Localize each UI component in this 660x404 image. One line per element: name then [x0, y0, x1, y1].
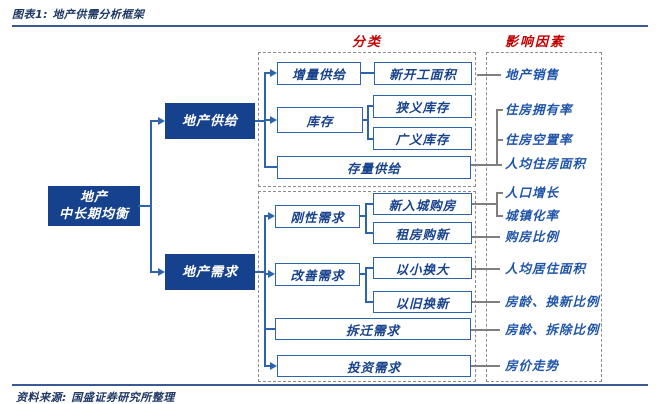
connector-line: [360, 215, 367, 217]
factor-connector: [477, 74, 501, 76]
factor-price-trend: 房价走势: [505, 358, 560, 373]
node-root-line2: 中长期均衡: [58, 207, 129, 222]
connector-line: [264, 215, 266, 367]
factor-connector: [496, 109, 498, 165]
factor-per-capita-housing-area: 人均住房面积: [505, 156, 587, 171]
connector-line: [264, 328, 275, 330]
connector-line: [363, 119, 369, 121]
arrowhead-icon: [270, 69, 277, 77]
factor-per-capita-living-area: 人均居住面积: [505, 261, 587, 276]
source-rule: [12, 384, 648, 386]
factor-urbanization-rate: 城镇化率: [505, 208, 560, 223]
node-investment-demand: 投资需求: [277, 355, 471, 377]
arrowhead-icon: [270, 362, 277, 370]
factor-connector: [471, 365, 500, 367]
factor-purchase-ratio: 购房比例: [505, 229, 560, 244]
factor-connector: [496, 192, 503, 194]
arrowhead-icon: [158, 268, 165, 276]
connector-line: [361, 72, 374, 74]
node-root: 地产 中长期均衡: [48, 186, 140, 226]
node-improvement-demand: 改善需求: [275, 263, 360, 286]
connector-line: [264, 72, 271, 74]
arrowhead-icon: [158, 117, 165, 125]
factor-connector: [472, 301, 500, 303]
factor-connector: [472, 236, 500, 238]
node-new-urban-purchase: 新入城购房: [373, 193, 472, 215]
connector-line: [360, 273, 367, 275]
factor-connector: [496, 109, 503, 111]
source-note: 资料来源: 国盛证券研究所整理: [16, 391, 175, 404]
node-demand: 地产需求: [165, 254, 255, 290]
arrowhead-icon: [268, 270, 275, 278]
node-small-to-large: 以小换大: [373, 257, 472, 279]
node-root-line1: 地产: [79, 190, 108, 205]
factor-property-sales: 地产销售: [505, 67, 560, 82]
node-inventory: 库存: [277, 107, 363, 133]
arrowhead-icon: [270, 116, 277, 124]
node-rent-to-buy-new: 租房购新: [373, 222, 472, 244]
connector-line: [255, 120, 266, 122]
connector-line: [264, 215, 269, 217]
connector-line: [255, 271, 266, 273]
node-new-starts-area: 新开工面积: [374, 62, 472, 85]
connector-line: [264, 119, 271, 121]
factor-age-renewal-ratio: 房龄、换新比例: [505, 294, 600, 309]
connector-line: [365, 267, 373, 269]
connector-line: [150, 120, 159, 122]
connector-line: [365, 203, 373, 205]
connector-line: [365, 203, 367, 234]
factor-home-ownership-rate: 住房拥有率: [505, 102, 573, 117]
factor-connector: [496, 215, 503, 217]
arrowhead-icon: [268, 212, 275, 220]
factor-housing-vacancy-rate: 住房空置率: [505, 132, 573, 147]
factor-connector: [496, 192, 498, 217]
factor-age-demolition-ratio: 房龄、拆除比例: [505, 322, 600, 337]
influence-factors-header: 影响因素: [504, 35, 565, 50]
factor-connector: [472, 203, 497, 205]
connector-line: [365, 232, 373, 234]
connector-line: [264, 365, 271, 367]
factor-connector: [471, 329, 500, 331]
connector-line: [150, 120, 152, 273]
node-narrow-inventory: 狭义库存: [373, 95, 472, 118]
factor-connector: [471, 164, 502, 166]
node-old-to-new: 以旧换新: [373, 291, 472, 313]
connector-line: [264, 166, 277, 168]
connector-line: [365, 301, 373, 303]
factor-population-growth: 人口增长: [505, 185, 560, 200]
classification-header: 分类: [351, 35, 382, 50]
node-supply: 地产供给: [165, 103, 255, 139]
demand-classification-frame: [258, 191, 476, 382]
connector-line: [367, 105, 373, 107]
title-rule: [12, 25, 648, 27]
figure-title: 图表1: 地产供需分析框架: [12, 8, 145, 21]
connector-line: [367, 105, 369, 140]
connector-line: [367, 138, 373, 140]
node-demolition-demand: 拆迁需求: [275, 318, 471, 340]
factor-connector: [496, 139, 503, 141]
factor-connector: [472, 268, 500, 270]
node-stock-supply: 存量供给: [277, 156, 471, 179]
connector-line: [138, 205, 152, 207]
node-rigid-demand: 刚性需求: [275, 205, 360, 228]
connector-line: [264, 273, 269, 275]
connector-line: [365, 267, 367, 303]
connector-line: [150, 271, 159, 273]
node-incremental-supply: 增量供给: [277, 62, 361, 85]
node-broad-inventory: 广义库存: [373, 127, 472, 150]
influence-factors-frame: [486, 52, 602, 382]
supply-classification-frame: [258, 52, 476, 187]
